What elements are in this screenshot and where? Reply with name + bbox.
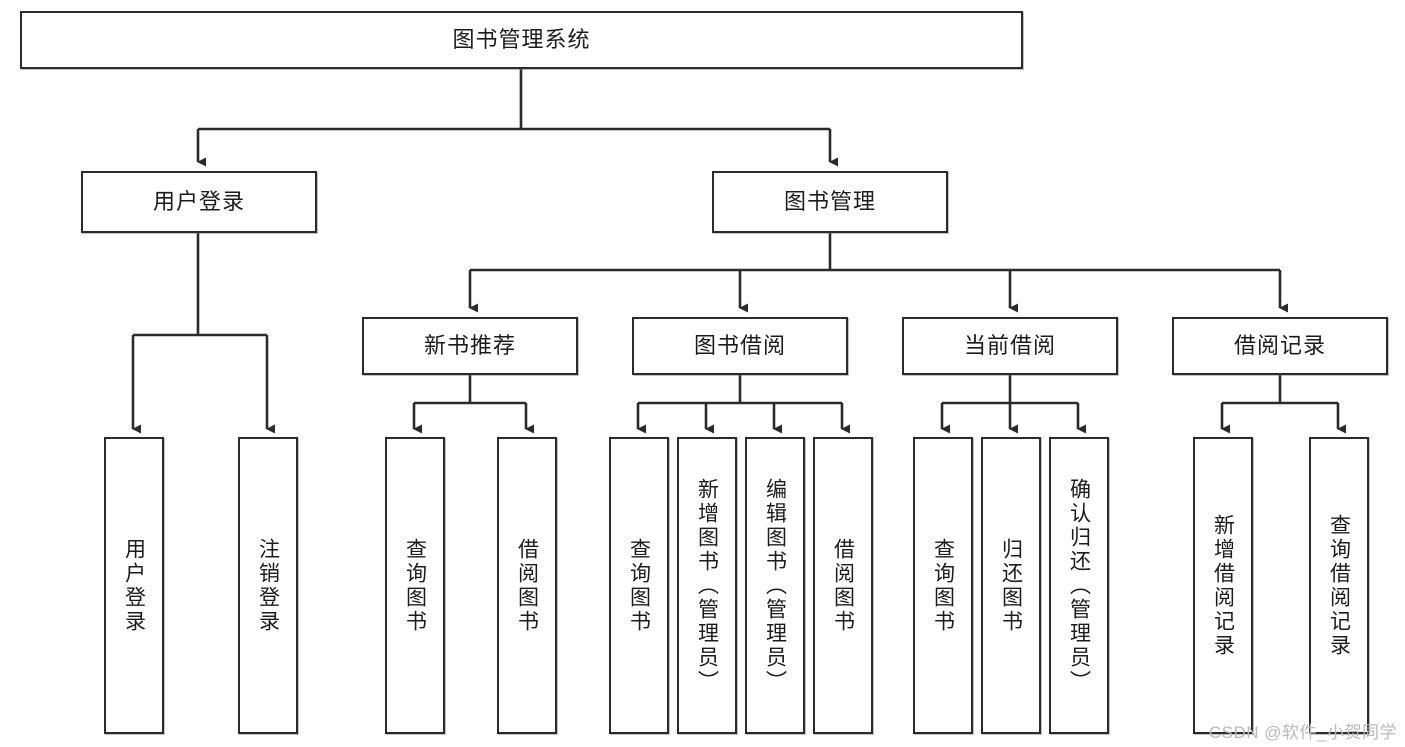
node-label: 新书推荐 (423, 333, 516, 359)
node-label: 编辑图书（管理员） (763, 477, 787, 694)
node-leaf-user-logout[interactable]: 注销登录 (238, 437, 298, 734)
node-label: 当前借阅 (963, 333, 1056, 359)
node-label: 借阅图书 (831, 537, 855, 634)
node-label: 注销登录 (256, 537, 280, 634)
node-user-login[interactable]: 用户登录 (81, 171, 317, 233)
node-leaf-confirm-return-admin[interactable]: 确认归还（管理员） (1049, 437, 1109, 734)
node-label: 新增借阅记录 (1211, 513, 1235, 658)
node-borrow-record[interactable]: 借阅记录 (1172, 317, 1388, 375)
node-new-book-recommend[interactable]: 新书推荐 (362, 317, 578, 375)
csdn-watermark: CSDN @软件_小贺同学 (1208, 723, 1397, 742)
node-label: 借阅图书 (515, 537, 539, 634)
node-leaf-edit-book-admin[interactable]: 编辑图书（管理员） (745, 437, 805, 734)
node-leaf-return-book[interactable]: 归还图书 (981, 437, 1041, 734)
node-leaf-query-book-borrow[interactable]: 查询图书 (609, 437, 669, 734)
node-label: 查询图书 (931, 537, 955, 634)
node-label: 查询图书 (403, 537, 427, 634)
node-label: 查询图书 (627, 537, 651, 634)
node-leaf-add-book-admin[interactable]: 新增图书（管理员） (677, 437, 737, 734)
node-leaf-add-borrow-record[interactable]: 新增借阅记录 (1193, 437, 1253, 734)
node-leaf-borrow-book-recommend[interactable]: 借阅图书 (497, 437, 557, 734)
node-label: 借阅记录 (1233, 333, 1326, 359)
node-label: 确认归还（管理员） (1067, 477, 1091, 694)
node-label: 用户登录 (152, 189, 245, 215)
node-root-book-management-system[interactable]: 图书管理系统 (20, 11, 1023, 69)
node-label: 用户登录 (122, 537, 146, 634)
node-current-borrow[interactable]: 当前借阅 (902, 317, 1118, 375)
node-leaf-user-login[interactable]: 用户登录 (104, 437, 164, 734)
node-leaf-query-book-recommend[interactable]: 查询图书 (385, 437, 445, 734)
node-label: 新增图书（管理员） (695, 477, 719, 694)
node-book-management[interactable]: 图书管理 (712, 171, 948, 233)
node-label: 图书借阅 (693, 333, 786, 359)
node-label: 图书管理系统 (452, 27, 591, 53)
node-book-borrow[interactable]: 图书借阅 (632, 317, 848, 375)
node-leaf-borrow-book[interactable]: 借阅图书 (813, 437, 873, 734)
node-label: 图书管理 (783, 189, 876, 215)
node-leaf-query-borrow-record[interactable]: 查询借阅记录 (1309, 437, 1369, 734)
node-label: 查询借阅记录 (1327, 513, 1351, 658)
node-leaf-query-book-current[interactable]: 查询图书 (913, 437, 973, 734)
node-label: 归还图书 (999, 537, 1023, 634)
